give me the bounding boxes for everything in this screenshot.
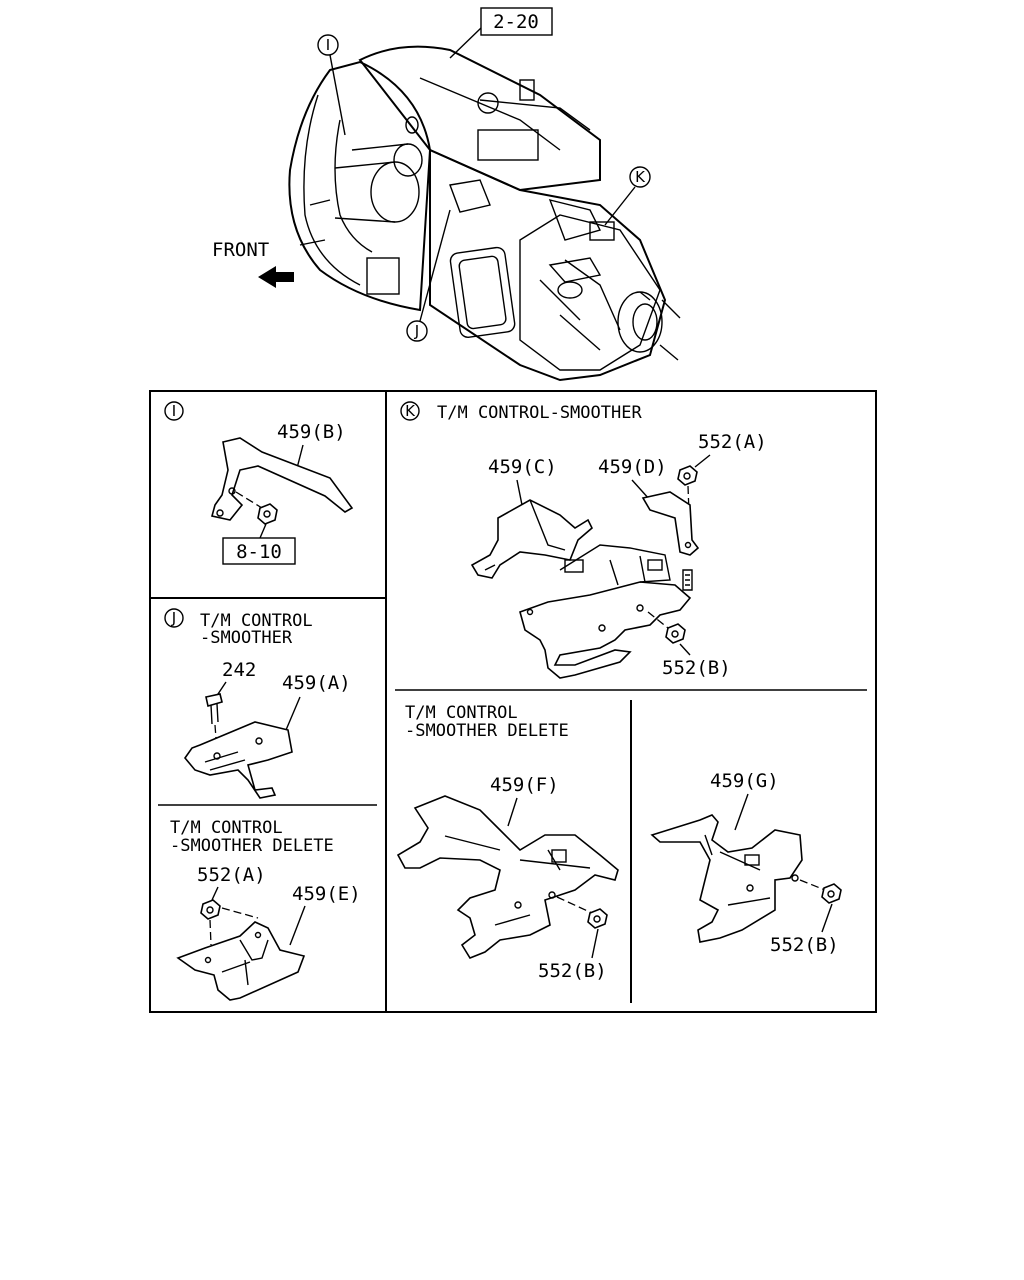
panel-i-marker	[164, 401, 184, 421]
bracket-459d	[641, 491, 700, 556]
part-459b-label: 459(B)	[277, 421, 346, 443]
bracket-459b	[211, 437, 354, 521]
nut-icon	[257, 503, 278, 525]
panel-j-title-line1: T/M CONTROL	[200, 611, 313, 631]
panel-j: J T/M CONTROL -SMOOTHER 242 459(A) T/M C…	[164, 608, 361, 1001]
part-552b-k-label: 552(B)	[662, 657, 731, 679]
front-arrow-icon	[258, 266, 294, 288]
part-552a-k-label: 552(A)	[698, 431, 767, 453]
nut-552b-f-icon	[587, 908, 608, 929]
callout-i-label: I	[326, 36, 330, 54]
bracket-459g	[650, 814, 803, 943]
part-459e-label: 459(E)	[292, 883, 361, 905]
panel-k-title: T/M CONTROL-SMOOTHER	[437, 403, 642, 423]
nut-552b-g-icon	[821, 883, 842, 904]
transmission-drawing	[288, 45, 681, 382]
part-459d-label: 459(D)	[598, 456, 667, 478]
part-459c-label: 459(C)	[488, 456, 557, 478]
callout-i-marker	[317, 34, 339, 56]
panel-k: K T/M CONTROL-SMOOTHER 552(A) 459(C) 459…	[396, 401, 842, 982]
part-552b-g-label: 552(B)	[770, 934, 839, 956]
bracket-459c	[470, 499, 593, 579]
part-552b-f-label: 552(B)	[538, 960, 607, 982]
detail-frame	[149, 390, 877, 1013]
bracket-459f	[396, 795, 619, 959]
part-459a-label: 459(A)	[282, 672, 351, 694]
callout-k-marker	[629, 166, 651, 188]
ref-box-8-10	[222, 537, 296, 565]
ref-label-2-20: 2-20	[493, 11, 539, 33]
ref-label-8-10: 8-10	[236, 541, 282, 563]
nut-552b-k-icon	[665, 623, 686, 644]
panel-j-delete-line2: -SMOOTHER DELETE	[170, 836, 334, 856]
nut-552a-k-icon	[677, 465, 698, 486]
ref-box-2-20	[480, 7, 553, 36]
panel-i-marker-label: I	[172, 402, 176, 420]
part-552a-j-label: 552(A)	[197, 864, 266, 886]
nut-552a-icon	[200, 899, 221, 920]
bracket-459e	[176, 921, 306, 1001]
panel-j-delete-line1: T/M CONTROL	[170, 818, 283, 838]
panel-k-delete-line1: T/M CONTROL	[405, 703, 518, 723]
callout-k-label: K	[635, 168, 646, 186]
part-459f-label: 459(F)	[490, 774, 559, 796]
panel-i: I 459(B) 8-10	[164, 401, 354, 565]
callout-j-marker	[406, 320, 428, 342]
panel-j-title-line2: -SMOOTHER	[200, 628, 293, 648]
part-459g-label: 459(G)	[710, 770, 779, 792]
bolt-242-icon	[205, 693, 223, 708]
part-242-label: 242	[222, 659, 256, 681]
bracket-459a	[183, 721, 293, 799]
panel-k-delete-line2: -SMOOTHER DELETE	[405, 721, 569, 741]
panel-k-marker-label: K	[405, 402, 416, 420]
panel-k-marker	[400, 401, 420, 421]
callout-j-label: J	[414, 322, 419, 340]
panel-j-marker-label: J	[171, 609, 176, 627]
front-label: FRONT	[212, 239, 269, 261]
panel-j-marker	[164, 608, 184, 628]
